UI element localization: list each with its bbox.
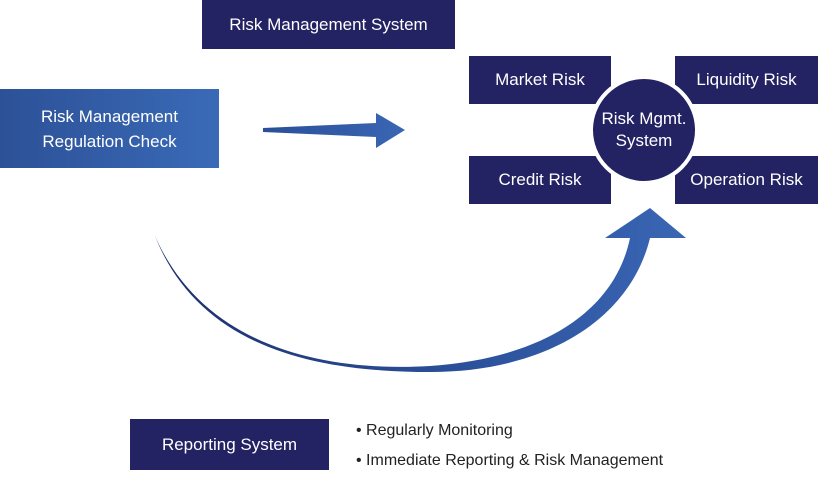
- credit-risk-label: Credit Risk: [498, 170, 582, 189]
- regulation-check-line1: Risk Management: [40, 106, 178, 126]
- operation-risk-label: Operation Risk: [690, 170, 803, 189]
- center-line2: System: [615, 131, 673, 150]
- risk-mgmt-system-circle: Risk Mgmt. System: [589, 75, 699, 185]
- curved-arrow: [155, 208, 686, 372]
- regulation-check-line2: Regulation Check: [42, 131, 177, 151]
- liquidity-risk-box: Liquidity Risk: [675, 56, 818, 104]
- reporting-system-box: Reporting System: [130, 419, 329, 470]
- center-line1: Risk Mgmt.: [601, 109, 687, 128]
- market-risk-label: Market Risk: [495, 70, 585, 89]
- operation-risk-box: Operation Risk: [675, 156, 818, 204]
- title-label: Risk Management System: [229, 14, 428, 34]
- straight-arrow: [263, 113, 405, 148]
- risk-management-system-title: Risk Management System: [202, 0, 455, 49]
- reporting-bullets: • Regularly Monitoring • Immediate Repor…: [356, 419, 663, 479]
- regulation-check-box: Risk Management Regulation Check: [0, 89, 219, 168]
- bullet-immediate-reporting: • Immediate Reporting & Risk Management: [356, 452, 664, 469]
- reporting-system-label: Reporting System: [161, 434, 298, 454]
- credit-risk-box: Credit Risk: [469, 156, 611, 204]
- bullet-monitoring: • Regularly Monitoring: [356, 422, 513, 439]
- liquidity-risk-label: Liquidity Risk: [696, 70, 797, 89]
- market-risk-box: Market Risk: [469, 56, 611, 104]
